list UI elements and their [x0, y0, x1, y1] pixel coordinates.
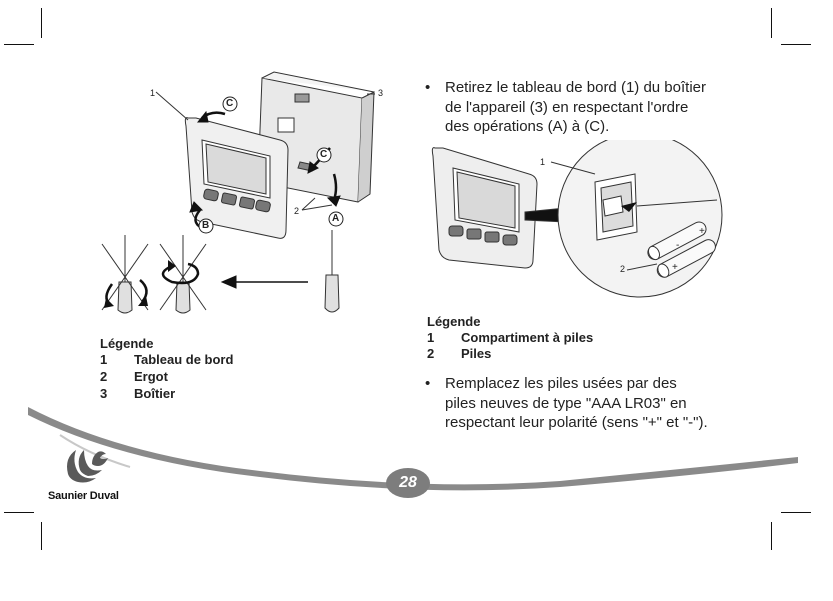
battery-minus-sign: -	[676, 240, 680, 251]
step-c-label: C	[320, 149, 328, 160]
footer-swoosh	[28, 407, 798, 491]
crop-mark	[771, 522, 772, 550]
callout-1: 1	[540, 157, 546, 167]
crop-mark	[4, 44, 34, 45]
step-c-label: C	[226, 98, 234, 109]
instruction-line: Retirez le tableau de bord (1) du boîtie…	[445, 79, 706, 96]
callout-3: 3	[378, 88, 384, 98]
step-b-label: B	[202, 220, 210, 231]
instruction-line: Remplacez les piles usées par des	[445, 375, 677, 392]
left-legend-item: 3 Boîtier	[100, 386, 175, 401]
legend-num: 2	[100, 369, 108, 384]
crop-mark	[41, 8, 42, 38]
right-legend-item: 2 Piles	[427, 346, 491, 361]
legend-label: Tableau de bord	[134, 352, 234, 367]
instruction-line: des opérations (A) à (C).	[445, 118, 610, 135]
instruction-line: respectant leur polarité (sens "+" et "-…	[445, 414, 708, 431]
crop-mark	[771, 8, 772, 38]
step-a-label: A	[332, 213, 340, 224]
legend-label: Compartiment à piles	[461, 330, 594, 345]
legend-num: 1	[100, 352, 108, 367]
battery-plus-sign: +	[699, 226, 705, 237]
page-number: 28	[386, 468, 430, 498]
battery-diagram	[431, 140, 723, 298]
instruction-replace-batteries: • Remplacez les piles usées par des pile…	[425, 375, 708, 431]
legend-label: Ergot	[134, 369, 168, 384]
left-legend-item: 2 Ergot	[100, 369, 168, 384]
legend-num: 1	[427, 330, 435, 345]
instruction-remove-panel: • Retirez le tableau de bord (1) du boît…	[425, 79, 706, 135]
instruction-line: piles neuves de type "AAA LR03" en	[445, 394, 687, 412]
crop-mark	[41, 522, 42, 550]
callout-2: 2	[620, 264, 626, 274]
crop-mark	[781, 512, 811, 513]
brand-name: Saunier Duval	[48, 490, 119, 502]
legend-label: Piles	[461, 346, 492, 361]
callout-2: 2	[294, 206, 300, 216]
right-legend-title: Légende	[427, 314, 481, 329]
battery-plus-sign: +	[672, 262, 678, 273]
legend-num: 3	[100, 386, 108, 401]
left-legend-title: Légende	[100, 336, 154, 351]
crop-mark	[4, 512, 34, 513]
instruction-line: de l'appareil (3) en respectant l'ordre	[445, 98, 689, 116]
removal-diagram	[101, 71, 375, 314]
brand-logo-icon	[67, 450, 108, 483]
crop-mark	[781, 44, 811, 45]
legend-num: 2	[427, 346, 435, 361]
left-legend-item: 1 Tableau de bord	[100, 352, 233, 367]
legend-label: Boîtier	[134, 386, 176, 401]
right-legend-item: 1 Compartiment à piles	[427, 330, 593, 345]
callout-1: 1	[150, 88, 156, 98]
